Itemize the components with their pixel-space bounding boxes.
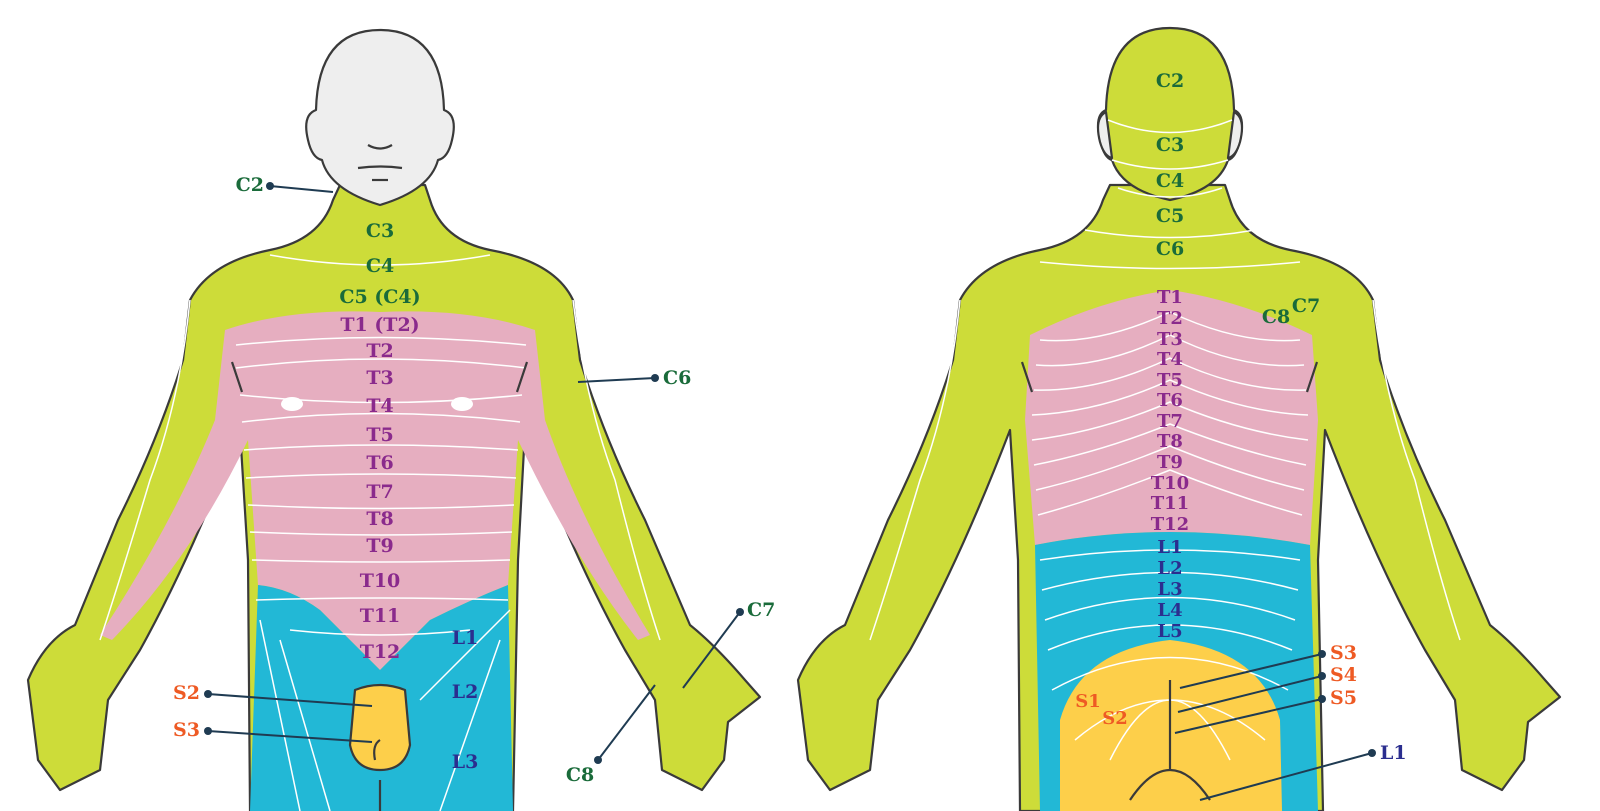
front-label-s2: S2 <box>173 682 200 704</box>
front-right-armpit-line <box>515 361 529 393</box>
back-label-c4: C4 <box>1156 170 1184 192</box>
front-label-c8: C8 <box>566 764 594 786</box>
front-label-t11: T11 <box>360 605 401 627</box>
back-label-l3: L3 <box>1157 579 1182 600</box>
back-label-t7: T7 <box>1157 411 1183 432</box>
back-label-t5: T5 <box>1157 370 1183 391</box>
back-label-s3: S3 <box>1330 642 1357 664</box>
front-dermatome-lines <box>99 254 661 811</box>
back-left-ear <box>1096 110 1114 160</box>
back-label-s4: S4 <box>1330 664 1357 686</box>
front-sacral-region <box>348 683 412 772</box>
back-label-s5: S5 <box>1330 687 1357 709</box>
front-label-t5: T5 <box>366 424 393 446</box>
back-head <box>1096 26 1244 202</box>
back-right-ear <box>1226 110 1244 160</box>
front-label-t8: T8 <box>366 508 393 530</box>
front-label-l3: L3 <box>452 751 479 773</box>
front-label-t6: T6 <box>366 452 393 474</box>
back-view <box>796 26 1562 811</box>
front-label-t10: T10 <box>360 570 401 592</box>
front-label-t3: T3 <box>366 367 393 389</box>
front-label-t7: T7 <box>366 481 393 503</box>
front-view <box>26 28 762 811</box>
front-label-l2: L2 <box>452 681 479 703</box>
front-label-c2: C2 <box>236 174 264 196</box>
front-mouth <box>357 165 403 170</box>
back-label-t3: T3 <box>1157 329 1183 350</box>
back-right-armpit-line <box>1305 361 1319 393</box>
back-label-t12: T12 <box>1151 514 1189 535</box>
front-nose <box>367 144 393 150</box>
back-thoracic-region <box>1025 290 1318 545</box>
front-labels: C2 C3 C4 C5 (C4) T1 (T2) T2 T3 T4 T5 T6 … <box>173 174 775 786</box>
front-label-c6: C6 <box>663 367 691 389</box>
front-label-t12: T12 <box>360 641 401 663</box>
back-label-c2: C2 <box>1156 70 1184 92</box>
front-left-nipple <box>281 397 303 411</box>
back-labels: C2 C3 C4 C5 C6 C7 C8 T1 T2 T3 T4 T5 T6 T… <box>1075 70 1406 764</box>
back-label-s1: S1 <box>1075 691 1101 712</box>
front-label-t9: T9 <box>366 535 393 557</box>
back-label-c7: C7 <box>1292 295 1320 317</box>
front-left-armpit-line <box>230 361 244 393</box>
back-label-t4: T4 <box>1157 349 1183 370</box>
front-label-t2: T2 <box>366 340 393 362</box>
back-label-l2: L2 <box>1157 558 1182 579</box>
leader-lines <box>204 182 1376 801</box>
front-label-c3: C3 <box>366 220 394 242</box>
back-label-c3: C3 <box>1156 134 1184 156</box>
back-label-t6: T6 <box>1157 390 1183 411</box>
front-label-l1: L1 <box>452 627 479 649</box>
back-label-c5: C5 <box>1156 205 1184 227</box>
front-label-t4: T4 <box>366 395 393 417</box>
front-right-nipple <box>451 397 473 411</box>
back-label-t1: T1 <box>1157 287 1183 308</box>
back-label-t11: T11 <box>1151 493 1189 514</box>
front-label-t1: T1 (T2) <box>340 314 419 336</box>
back-label-c6: C6 <box>1156 238 1184 260</box>
back-dermatome-lines <box>869 119 1461 761</box>
back-label-c8: C8 <box>1262 306 1290 328</box>
back-label-l4: L4 <box>1157 600 1182 621</box>
back-label-l5: L5 <box>1157 621 1182 642</box>
back-label-l1: L1 <box>1157 537 1182 558</box>
back-label-t2: T2 <box>1157 308 1183 329</box>
front-sacral-detail <box>373 739 381 761</box>
front-label-c7: C7 <box>747 599 775 621</box>
back-gluteal-cleft <box>1129 680 1211 801</box>
back-label-t9: T9 <box>1157 452 1183 473</box>
front-label-c4: C4 <box>366 255 394 277</box>
front-thoracic-region <box>100 311 650 670</box>
back-label-t8: T8 <box>1157 431 1183 452</box>
back-left-armpit-line <box>1020 361 1034 393</box>
front-label-s3: S3 <box>173 719 200 741</box>
front-label-c5: C5 (C4) <box>339 286 420 308</box>
front-head <box>305 28 455 207</box>
back-label-s2: S2 <box>1102 708 1128 729</box>
back-label-l1-lead: L1 <box>1380 742 1407 764</box>
back-label-t10: T10 <box>1151 473 1189 494</box>
